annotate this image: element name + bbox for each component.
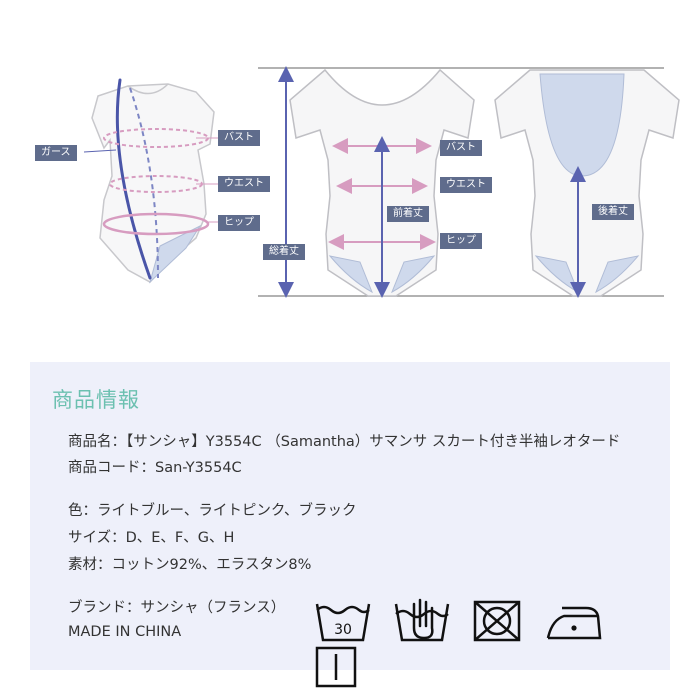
wash-temp: 30 xyxy=(334,622,352,638)
back-garment xyxy=(494,69,680,298)
info-title: 商品情報 xyxy=(52,388,140,412)
hand-wash-icon xyxy=(394,598,450,642)
product-material: 素材：コットン92%、エラスタン8% xyxy=(68,557,312,573)
product-info-panel: 商品情報 商品名：【サンシャ】Y3554C （Samantha）サマンサ スカー… xyxy=(30,362,670,688)
no-tumble-dry-icon xyxy=(473,600,521,642)
product-color: 色：ライトブルー、ライトピンク、ブラック xyxy=(68,503,357,519)
bust-label-left: バスト xyxy=(218,130,260,146)
product-origin: MADE IN CHINA xyxy=(68,624,182,640)
front-length-label: 前着丈 xyxy=(387,206,429,222)
product-name: 商品名：【サンシャ】Y3554C （Samantha）サマンサ スカート付き半袖… xyxy=(68,434,621,450)
bust-label: バスト xyxy=(440,140,482,156)
measurement-illustration xyxy=(83,66,680,298)
product-size: サイズ：D、E、F、G、H xyxy=(68,530,235,546)
low-iron-icon xyxy=(547,606,602,640)
total-length-label: 総着丈 xyxy=(263,244,305,260)
wash-30-icon: 30 xyxy=(315,603,371,642)
back-length-label: 後着丈 xyxy=(592,204,634,220)
girth-label: ガース xyxy=(35,145,77,161)
body-figure xyxy=(83,78,218,284)
product-brand: ブランド：サンシャ（フランス） xyxy=(68,600,286,616)
hip-label-left: ヒップ xyxy=(218,215,260,231)
front-garment xyxy=(289,68,475,298)
measurement-diagram: ガース バスト ウエスト ヒップ 総着丈 バスト ウエスト ヒップ 前着丈 後着… xyxy=(0,0,700,320)
hip-label: ヒップ xyxy=(440,233,482,249)
waist-label-left: ウエスト xyxy=(218,176,270,192)
care-symbols: 30 xyxy=(313,598,670,688)
line-dry-icon xyxy=(315,646,357,688)
product-code: 商品コード：San-Y3554C xyxy=(68,460,242,476)
waist-label: ウエスト xyxy=(440,177,492,193)
